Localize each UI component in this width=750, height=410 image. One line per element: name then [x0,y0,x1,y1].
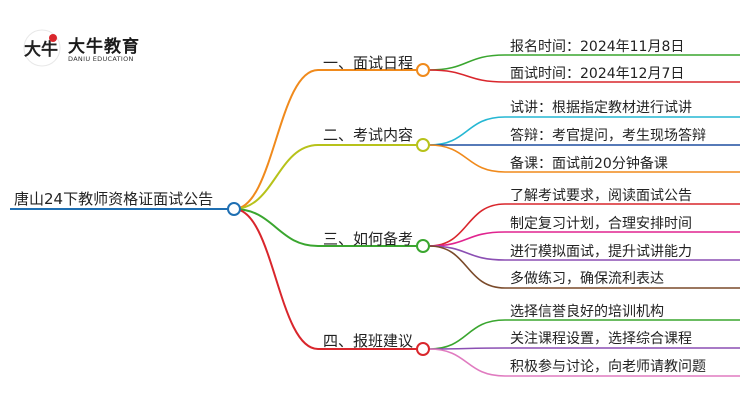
leaf-connector [428,144,506,173]
branch-topic-content: 二、考试内容 [323,126,414,144]
leaf-defense: 答辩：考官提问，考生现场答辩 [510,128,706,144]
branch-connector [233,69,319,210]
leaf-study-plan: 制定复习计划，合理安排时间 [510,216,692,232]
branch-connector [233,144,319,210]
logo: 大牛 大牛教育 DANIU EDUCATION [22,28,172,74]
branch-node [416,342,430,356]
leaf-connector [428,348,506,377]
leaf-practice: 多做练习，确保流利表达 [510,271,664,287]
branch-node [416,63,430,77]
leaf-understand-requirements: 了解考试要求，阅读面试公告 [510,188,692,204]
logo-name: 大牛教育 [68,37,140,57]
leaf-mock-interview: 进行模拟面试，提升试讲能力 [510,244,692,260]
branch-node [416,239,430,253]
leaf-connector [428,54,506,71]
leaf-course-setup: 关注课程设置，选择综合课程 [510,331,692,347]
leaf-connector [428,116,506,146]
logo-mark-icon: 大牛 [23,29,61,67]
branch-topic-preparation: 三、如何备考 [323,230,414,248]
branch-node [416,138,430,152]
leaf-connector [428,245,506,289]
leaf-connector [428,319,506,350]
leaf-connector [428,69,506,83]
leaf-ask-teacher: 积极参与讨论，向老师请教问题 [510,359,706,375]
leaf-connector [428,203,506,247]
branch-topic-course-advice: 四、报班建议 [323,332,414,350]
leaf-choose-institution: 选择信誉良好的培训机构 [510,304,664,320]
leaf-interview-time: 面试时间：2024年12月7日 [510,66,685,82]
root-topic: 唐山24下教师资格证面试公告 [14,190,214,208]
branch-connector [233,208,319,350]
leaf-registration-time: 报名时间：2024年11月8日 [510,39,685,55]
branch-connector [233,208,319,247]
leaf-teaching-demo: 试讲：根据指定教材进行试讲 [510,100,692,116]
branch-topic-schedule: 一、面试日程 [323,54,414,72]
logo-mark-text: 大牛 [24,39,58,60]
root-node [227,202,241,216]
leaf-lesson-prep: 备课：面试前20分钟备课 [510,156,668,172]
logo-subtitle: DANIU EDUCATION [68,55,134,63]
